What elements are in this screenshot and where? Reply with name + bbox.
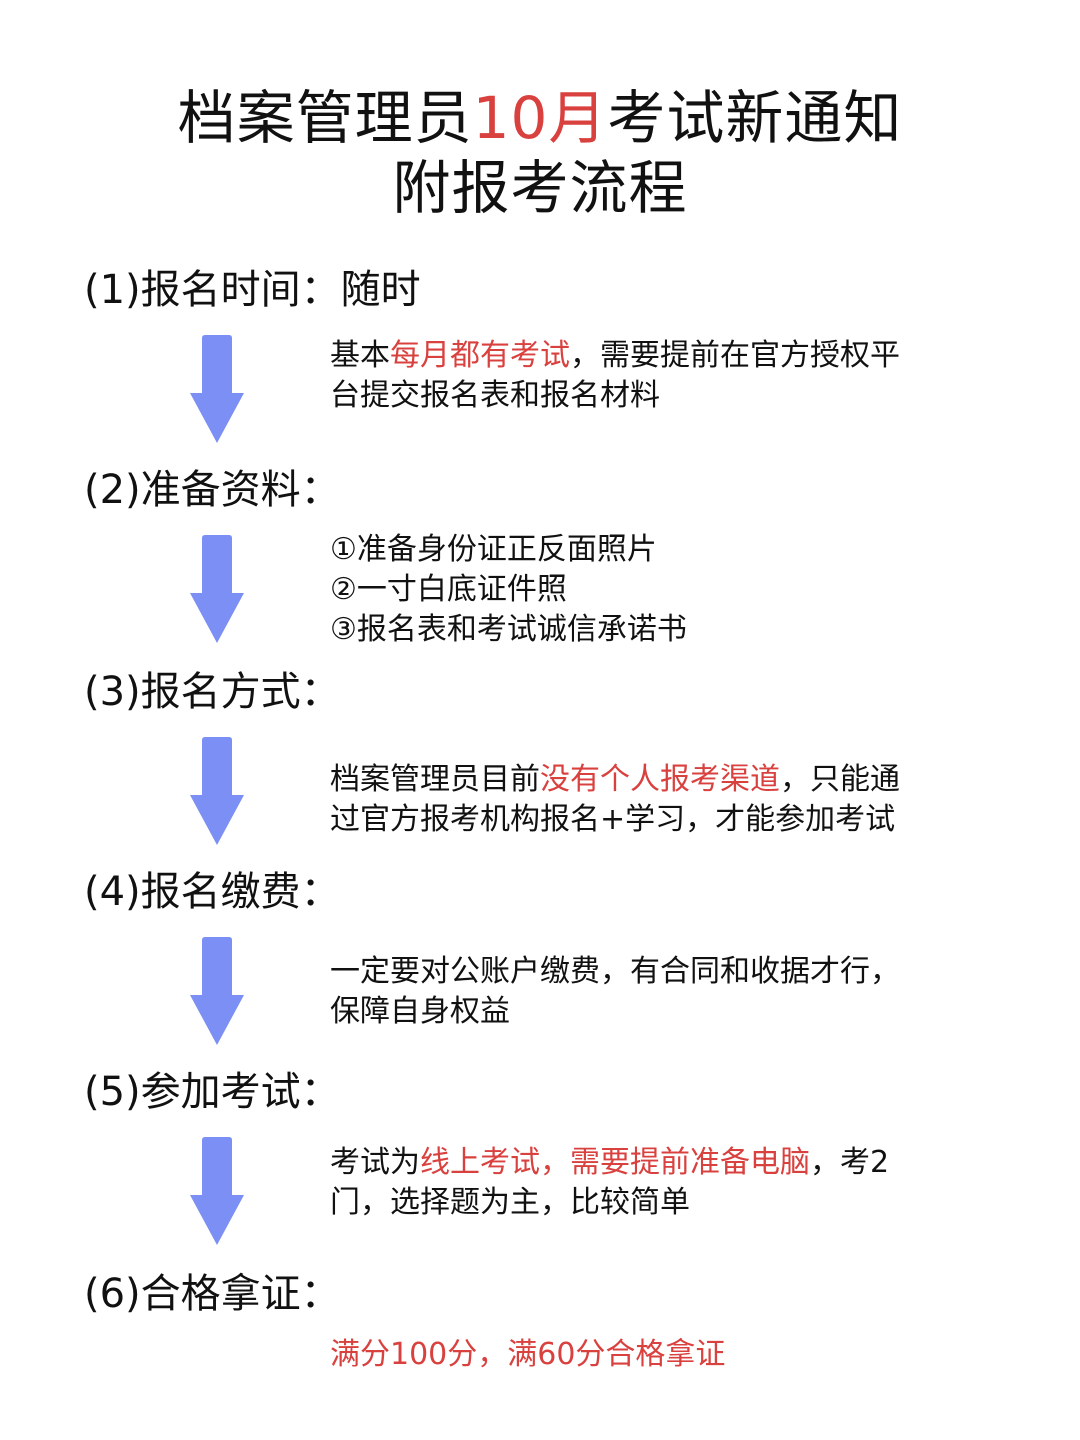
text-segment: ，只能通 bbox=[780, 762, 900, 797]
description-line: 考试为线上考试，需要提前准备电脑，考2 bbox=[330, 1143, 970, 1183]
text-segment: 考试为 bbox=[330, 1145, 420, 1180]
text-segment: ，考2 bbox=[810, 1145, 890, 1180]
description-line: 满分100分，满60分合格拿证 bbox=[330, 1335, 970, 1375]
description-line: 档案管理员目前没有个人报考渠道，只能通 bbox=[330, 760, 970, 800]
text-segment: 基本 bbox=[330, 338, 390, 373]
text-segment: 台提交报名表和报名材料 bbox=[330, 378, 660, 413]
text-segment: 考试新通知 bbox=[607, 84, 903, 152]
step-heading: (5)参加考试： bbox=[84, 1069, 341, 1115]
arrow-down-icon bbox=[190, 937, 244, 1045]
title-line-1: 档案管理员10月考试新通知 bbox=[0, 83, 1080, 153]
description-line: ②一寸白底证件照 bbox=[330, 570, 970, 610]
step-description: 档案管理员目前没有个人报考渠道，只能通过官方报考机构报名+学习，才能参加考试 bbox=[330, 760, 970, 840]
highlight-text: 每月都有考试 bbox=[390, 338, 570, 373]
step-description: 基本每月都有考试，需要提前在官方授权平台提交报名表和报名材料 bbox=[330, 336, 970, 416]
step-description: ①准备身份证正反面照片 ②一寸白底证件照 ③报名表和考试诚信承诺书 bbox=[330, 530, 970, 650]
description-line: 台提交报名表和报名材料 bbox=[330, 376, 970, 416]
description-line: 门，选择题为主，比较简单 bbox=[330, 1183, 970, 1223]
highlight-text: 满分100分，满60分合格拿证 bbox=[330, 1337, 726, 1372]
highlight-text: 没有个人报考渠道 bbox=[540, 762, 780, 797]
text-segment: ②一寸白底证件照 bbox=[330, 572, 567, 607]
title-line-2: 附报考流程 bbox=[392, 154, 688, 222]
text-segment: ③报名表和考试诚信承诺书 bbox=[330, 612, 687, 647]
description-line: 过官方报考机构报名+学习，才能参加考试 bbox=[330, 800, 970, 840]
text-segment: 过官方报考机构报名+学习，才能参加考试 bbox=[330, 802, 896, 837]
step-description: 一定要对公账户缴费，有合同和收据才行， 保障自身权益 bbox=[330, 952, 970, 1032]
arrow-down-icon bbox=[190, 335, 244, 443]
step-heading: (6)合格拿证： bbox=[84, 1271, 341, 1317]
highlight-text: 10月 bbox=[472, 84, 608, 152]
description-line: 基本每月都有考试，需要提前在官方授权平 bbox=[330, 336, 970, 376]
text-segment: ①准备身份证正反面照片 bbox=[330, 532, 657, 567]
arrow-down-icon bbox=[190, 737, 244, 845]
text-segment: ，需要提前在官方授权平 bbox=[570, 338, 900, 373]
text-segment: 档案管理员 bbox=[177, 84, 473, 152]
step-heading: (1)报名时间：随时 bbox=[84, 267, 421, 313]
description-line: ③报名表和考试诚信承诺书 bbox=[330, 610, 970, 650]
highlight-text: 线上考试，需要提前准备电脑 bbox=[420, 1145, 810, 1180]
step-heading: (2)准备资料： bbox=[84, 467, 341, 513]
step-heading: (3)报名方式： bbox=[84, 669, 341, 715]
text-segment: 保障自身权益 bbox=[330, 994, 510, 1029]
description-line: 保障自身权益 bbox=[330, 992, 970, 1032]
text-segment: 档案管理员目前 bbox=[330, 762, 540, 797]
description-line: ①准备身份证正反面照片 bbox=[330, 530, 970, 570]
arrow-down-icon bbox=[190, 535, 244, 643]
description-line: 一定要对公账户缴费，有合同和收据才行， bbox=[330, 952, 970, 992]
text-segment: 门，选择题为主，比较简单 bbox=[330, 1185, 690, 1220]
step-heading: (4)报名缴费： bbox=[84, 869, 341, 915]
arrow-down-icon bbox=[190, 1137, 244, 1245]
step-description: 满分100分，满60分合格拿证 bbox=[330, 1335, 970, 1375]
text-segment: 一定要对公账户缴费，有合同和收据才行， bbox=[330, 954, 900, 989]
